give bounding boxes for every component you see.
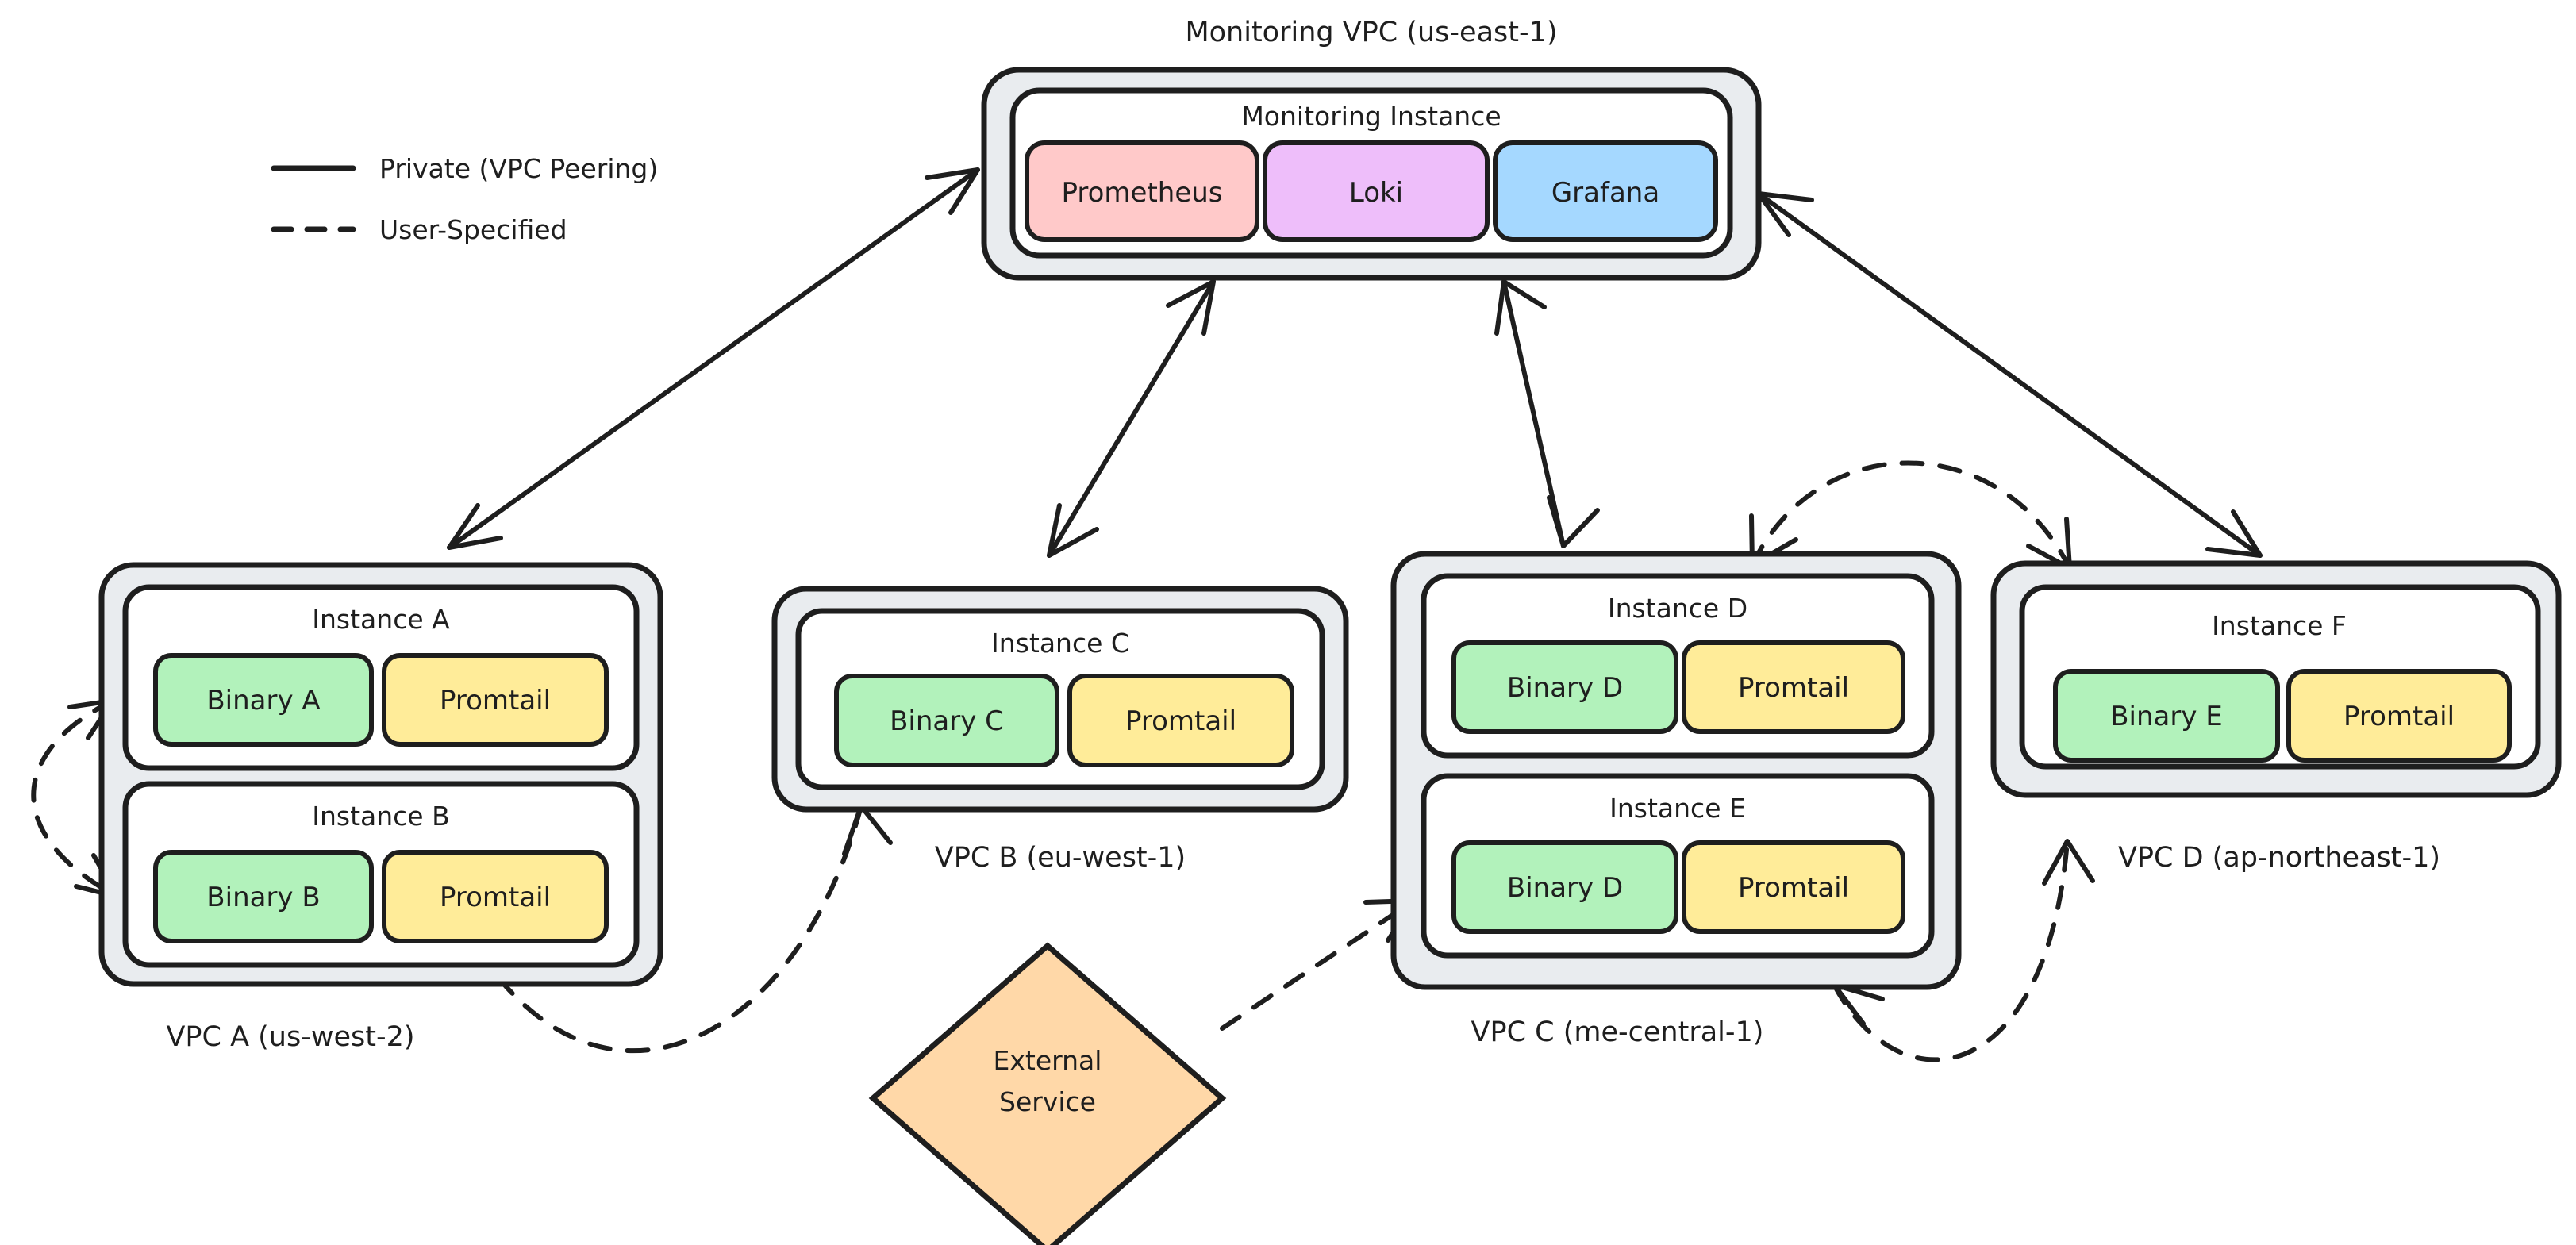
edge-monitoring-to-vpc-a [447,167,980,550]
binary-d-label: Binary D [1507,672,1623,704]
legend: Private (VPC Peering) User-Specified [271,153,658,245]
chip-binary-d[interactable]: Binary D [1451,640,1678,734]
chip-binary-a[interactable]: Binary A [153,653,374,747]
prometheus-chip-rect[interactable] [1025,140,1259,242]
legend-label-user-specified: User-Specified [379,214,567,245]
vpc-c-group[interactable]: Instance D Binary D Promtail Instance E … [1390,551,1962,1048]
loki-chip-rect[interactable] [1263,140,1490,242]
instance-f-group[interactable]: Instance F Binary E Promtail [2019,584,2541,770]
monitoring-vpc-title: Monitoring VPC (us-east-1) [1185,17,1557,48]
vpc-a-label: VPC A (us-west-2) [166,1021,414,1053]
instance-f-label: Instance F [2212,610,2347,641]
promtail-f-label: Promtail [2343,701,2455,732]
promtail-e-rect[interactable] [1682,840,1905,934]
legend-item-user-specified: User-Specified [271,214,567,245]
external-service-line1: External [994,1045,1102,1076]
promtail-a-rect[interactable] [382,653,609,747]
service-chip-loki[interactable]: Loki [1263,140,1490,242]
grafana-chip-label: Grafana [1551,177,1659,209]
external-service-group[interactable]: External Service [868,942,1227,1245]
promtail-e-label: Promtail [1738,872,1849,904]
chip-binary-c[interactable]: Binary C [834,674,1059,767]
binary-f-label: Binary E [2110,701,2223,732]
edge-vpc-d-to-vpc-c [1832,839,2095,1062]
instance-e-label: Instance E [1609,793,1746,824]
edge-monitoring-to-vpc-b [1047,279,1216,558]
external-service-diamond[interactable] [868,942,1227,1245]
chip-binary-e[interactable]: Binary D [1451,840,1678,934]
binary-f-rect[interactable] [2053,669,2280,763]
promtail-d-label: Promtail [1738,672,1849,704]
instance-d-label: Instance D [1608,593,1747,624]
vpc-b-group[interactable]: Instance C Binary C Promtail VPC B (eu-w… [771,586,1349,874]
promtail-d-rect[interactable] [1682,640,1905,734]
promtail-f-rect[interactable] [2286,669,2512,763]
monitoring-vpc-group[interactable]: Monitoring VPC (us-east-1) Monitoring In… [981,17,1762,281]
promtail-c-rect[interactable] [1067,674,1294,767]
chip-promtail-d[interactable]: Promtail [1682,640,1905,734]
loki-chip-label: Loki [1349,177,1403,209]
chip-promtail-a[interactable]: Promtail [382,653,609,747]
monitoring-instance-label: Monitoring Instance [1241,101,1501,132]
legend-item-private: Private (VPC Peering) [271,153,658,184]
vpc-b-label: VPC B (eu-west-1) [935,842,1186,874]
promtail-b-label: Promtail [440,882,551,913]
instance-a-group[interactable]: Instance A Binary A Promtail [122,584,640,771]
vpc-c-label: VPC C (me-central-1) [1471,1016,1764,1048]
chip-binary-f[interactable]: Binary E [2053,669,2280,763]
legend-label-private: Private (VPC Peering) [379,153,658,184]
binary-c-label: Binary C [890,705,1004,737]
edge-monitoring-to-vpc-c [1494,279,1600,548]
chip-promtail-f[interactable]: Promtail [2286,669,2512,763]
binary-c-rect[interactable] [834,674,1059,767]
binary-a-rect[interactable] [153,653,374,747]
promtail-a-label: Promtail [440,685,551,717]
binary-e-label: Binary D [1507,872,1623,904]
instance-e-group[interactable]: Instance E Binary D Promtail [1421,773,1935,959]
binary-e-rect[interactable] [1451,840,1678,934]
vpc-d-label: VPC D (ap-northeast-1) [2118,842,2440,874]
binary-d-rect[interactable] [1451,640,1678,734]
instance-b-group[interactable]: Instance B Binary B Promtail [122,781,640,968]
binary-a-label: Binary A [206,685,320,717]
binary-b-label: Binary B [206,882,320,913]
instance-d-group[interactable]: Instance D Binary D Promtail [1421,573,1935,759]
binary-b-rect[interactable] [153,850,374,943]
external-service-line2: Service [999,1086,1096,1117]
promtail-c-label: Promtail [1125,705,1236,737]
service-chip-grafana[interactable]: Grafana [1493,140,1718,242]
prometheus-chip-label: Prometheus [1061,177,1222,209]
chip-promtail-c[interactable]: Promtail [1067,674,1294,767]
service-chip-prometheus[interactable]: Prometheus [1025,140,1259,242]
instance-b-label: Instance B [312,801,450,832]
chip-promtail-e[interactable]: Promtail [1682,840,1905,934]
instance-a-label: Instance A [312,604,450,635]
promtail-b-rect[interactable] [382,850,609,943]
vpc-a-group[interactable]: Instance A Binary A Promtail Instance B … [98,562,663,1053]
chip-binary-b[interactable]: Binary B [153,850,374,943]
vpc-d-group[interactable]: Instance F Binary E Promtail VPC D (ap-n… [1990,560,2562,874]
edge-monitoring-to-vpc-d [1756,191,2263,558]
instance-c-group[interactable]: Instance C Binary C Promtail [795,608,1325,790]
grafana-chip-rect[interactable] [1493,140,1718,242]
instance-c-label: Instance C [991,628,1129,659]
chip-promtail-b[interactable]: Promtail [382,850,609,943]
